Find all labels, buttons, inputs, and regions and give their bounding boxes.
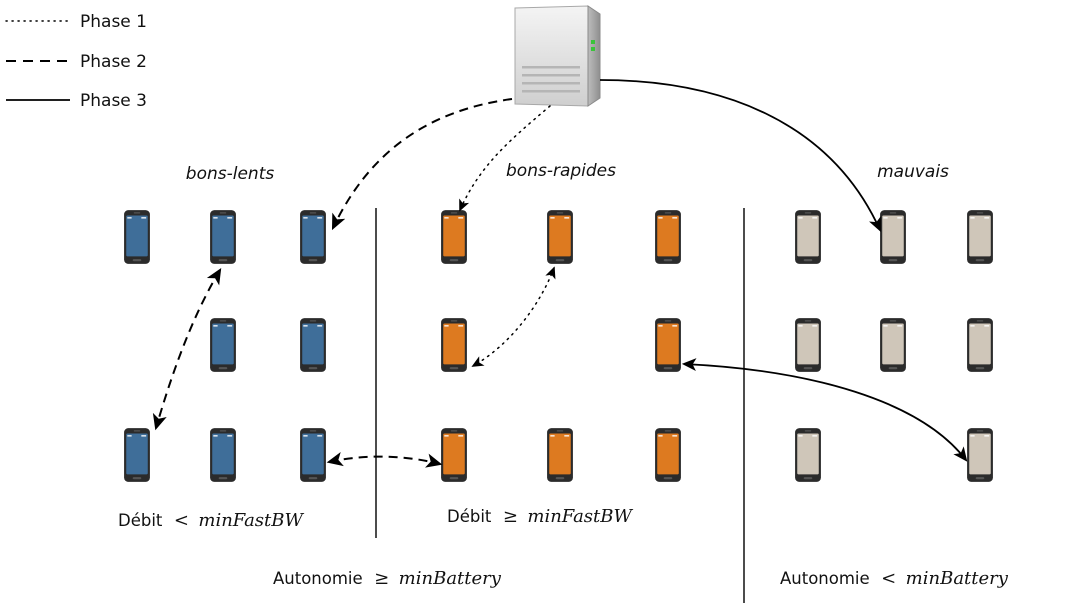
group-label-bons-lents: bons-lents — [186, 164, 275, 184]
legend-item-phase-2: Phase 2 — [6, 52, 147, 72]
smartphone-icon — [124, 428, 150, 482]
condition-prefix: Débit — [118, 511, 163, 530]
condition-variable: minFastBW — [527, 506, 633, 527]
smartphone-icon — [795, 318, 821, 372]
smartphone-icon — [441, 428, 467, 482]
condition-debit-fast: Débit ≥ minFastBW — [447, 506, 634, 527]
legend-label: Phase 3 — [80, 91, 147, 111]
condition-variable: minFastBW — [198, 510, 304, 531]
condition-prefix: Autonomie — [780, 569, 870, 588]
smartphone-icon — [210, 210, 236, 264]
smartphone-icon — [547, 428, 573, 482]
condition-operator: < — [881, 568, 896, 589]
smartphone-icon — [210, 318, 236, 372]
legend: Phase 1 Phase 2 Phase 3 — [5, 12, 147, 111]
smartphone-icon — [795, 428, 821, 482]
legend-label: Phase 2 — [80, 52, 147, 72]
arrow-phase2-slow-to-fast — [326, 452, 443, 468]
arrow-phase2-slow-exchange — [152, 267, 222, 431]
condition-operator: ≥ — [503, 506, 518, 527]
smartphone-icon — [300, 210, 326, 264]
smartphone-icon — [441, 318, 467, 372]
condition-prefix: Autonomie — [273, 569, 363, 588]
svg-text:Autonomie ≥ minBat: Autonomie ≥ minBattery — [273, 568, 502, 589]
condition-variable: minBattery — [399, 568, 502, 589]
arrow-phase3-server-to-bad — [599, 79, 881, 232]
smartphone-icon — [655, 318, 681, 372]
condition-variable: minBattery — [906, 568, 1009, 589]
arrows — [152, 79, 968, 468]
smartphone-icon — [441, 210, 467, 264]
smartphone-icon — [880, 318, 906, 372]
smartphone-icon — [547, 210, 573, 264]
smartphone-icon — [655, 428, 681, 482]
server-icon — [514, 5, 601, 107]
smartphone-icon — [655, 210, 681, 264]
legend-item-phase-3: Phase 3 — [6, 91, 147, 111]
smartphone-icon — [300, 428, 326, 482]
smartphone-icon — [967, 318, 993, 372]
svg-text:Débit < minFastBW: Débit < minFastBW — [118, 510, 305, 531]
arrow-phase1-fast-exchange — [471, 266, 556, 367]
smartphone-icon — [300, 318, 326, 372]
arrow-phase1-server-to-fast — [459, 105, 551, 212]
arrow-phase2-server-to-slow — [331, 98, 513, 231]
arrow-phase3-fast-to-bad — [681, 358, 968, 462]
legend-label: Phase 1 — [80, 12, 147, 32]
condition-prefix: Débit — [447, 507, 492, 526]
condition-battery-bad: Autonomie < minBattery — [780, 568, 1009, 589]
condition-battery-good: Autonomie ≥ minBattery — [273, 568, 502, 589]
legend-item-phase-1: Phase 1 — [5, 12, 147, 32]
smartphone-icon — [795, 210, 821, 264]
condition-operator: < — [174, 510, 189, 531]
smartphone-icon — [880, 210, 906, 264]
smartphone-icon — [967, 210, 993, 264]
smartphone-icon — [124, 210, 150, 264]
smartphone-icon — [967, 428, 993, 482]
svg-text:Débit ≥ minFastBW: Débit ≥ minFastBW — [447, 506, 634, 527]
condition-debit-slow: Débit < minFastBW — [118, 510, 305, 531]
group-label-mauvais: mauvais — [877, 162, 949, 182]
phones-grid — [124, 210, 993, 482]
svg-text:Autonomie < minBat: Autonomie < minBattery — [780, 568, 1009, 589]
smartphone-icon — [210, 428, 236, 482]
condition-operator: ≥ — [374, 568, 389, 589]
group-label-bons-rapides: bons-rapides — [506, 161, 616, 181]
